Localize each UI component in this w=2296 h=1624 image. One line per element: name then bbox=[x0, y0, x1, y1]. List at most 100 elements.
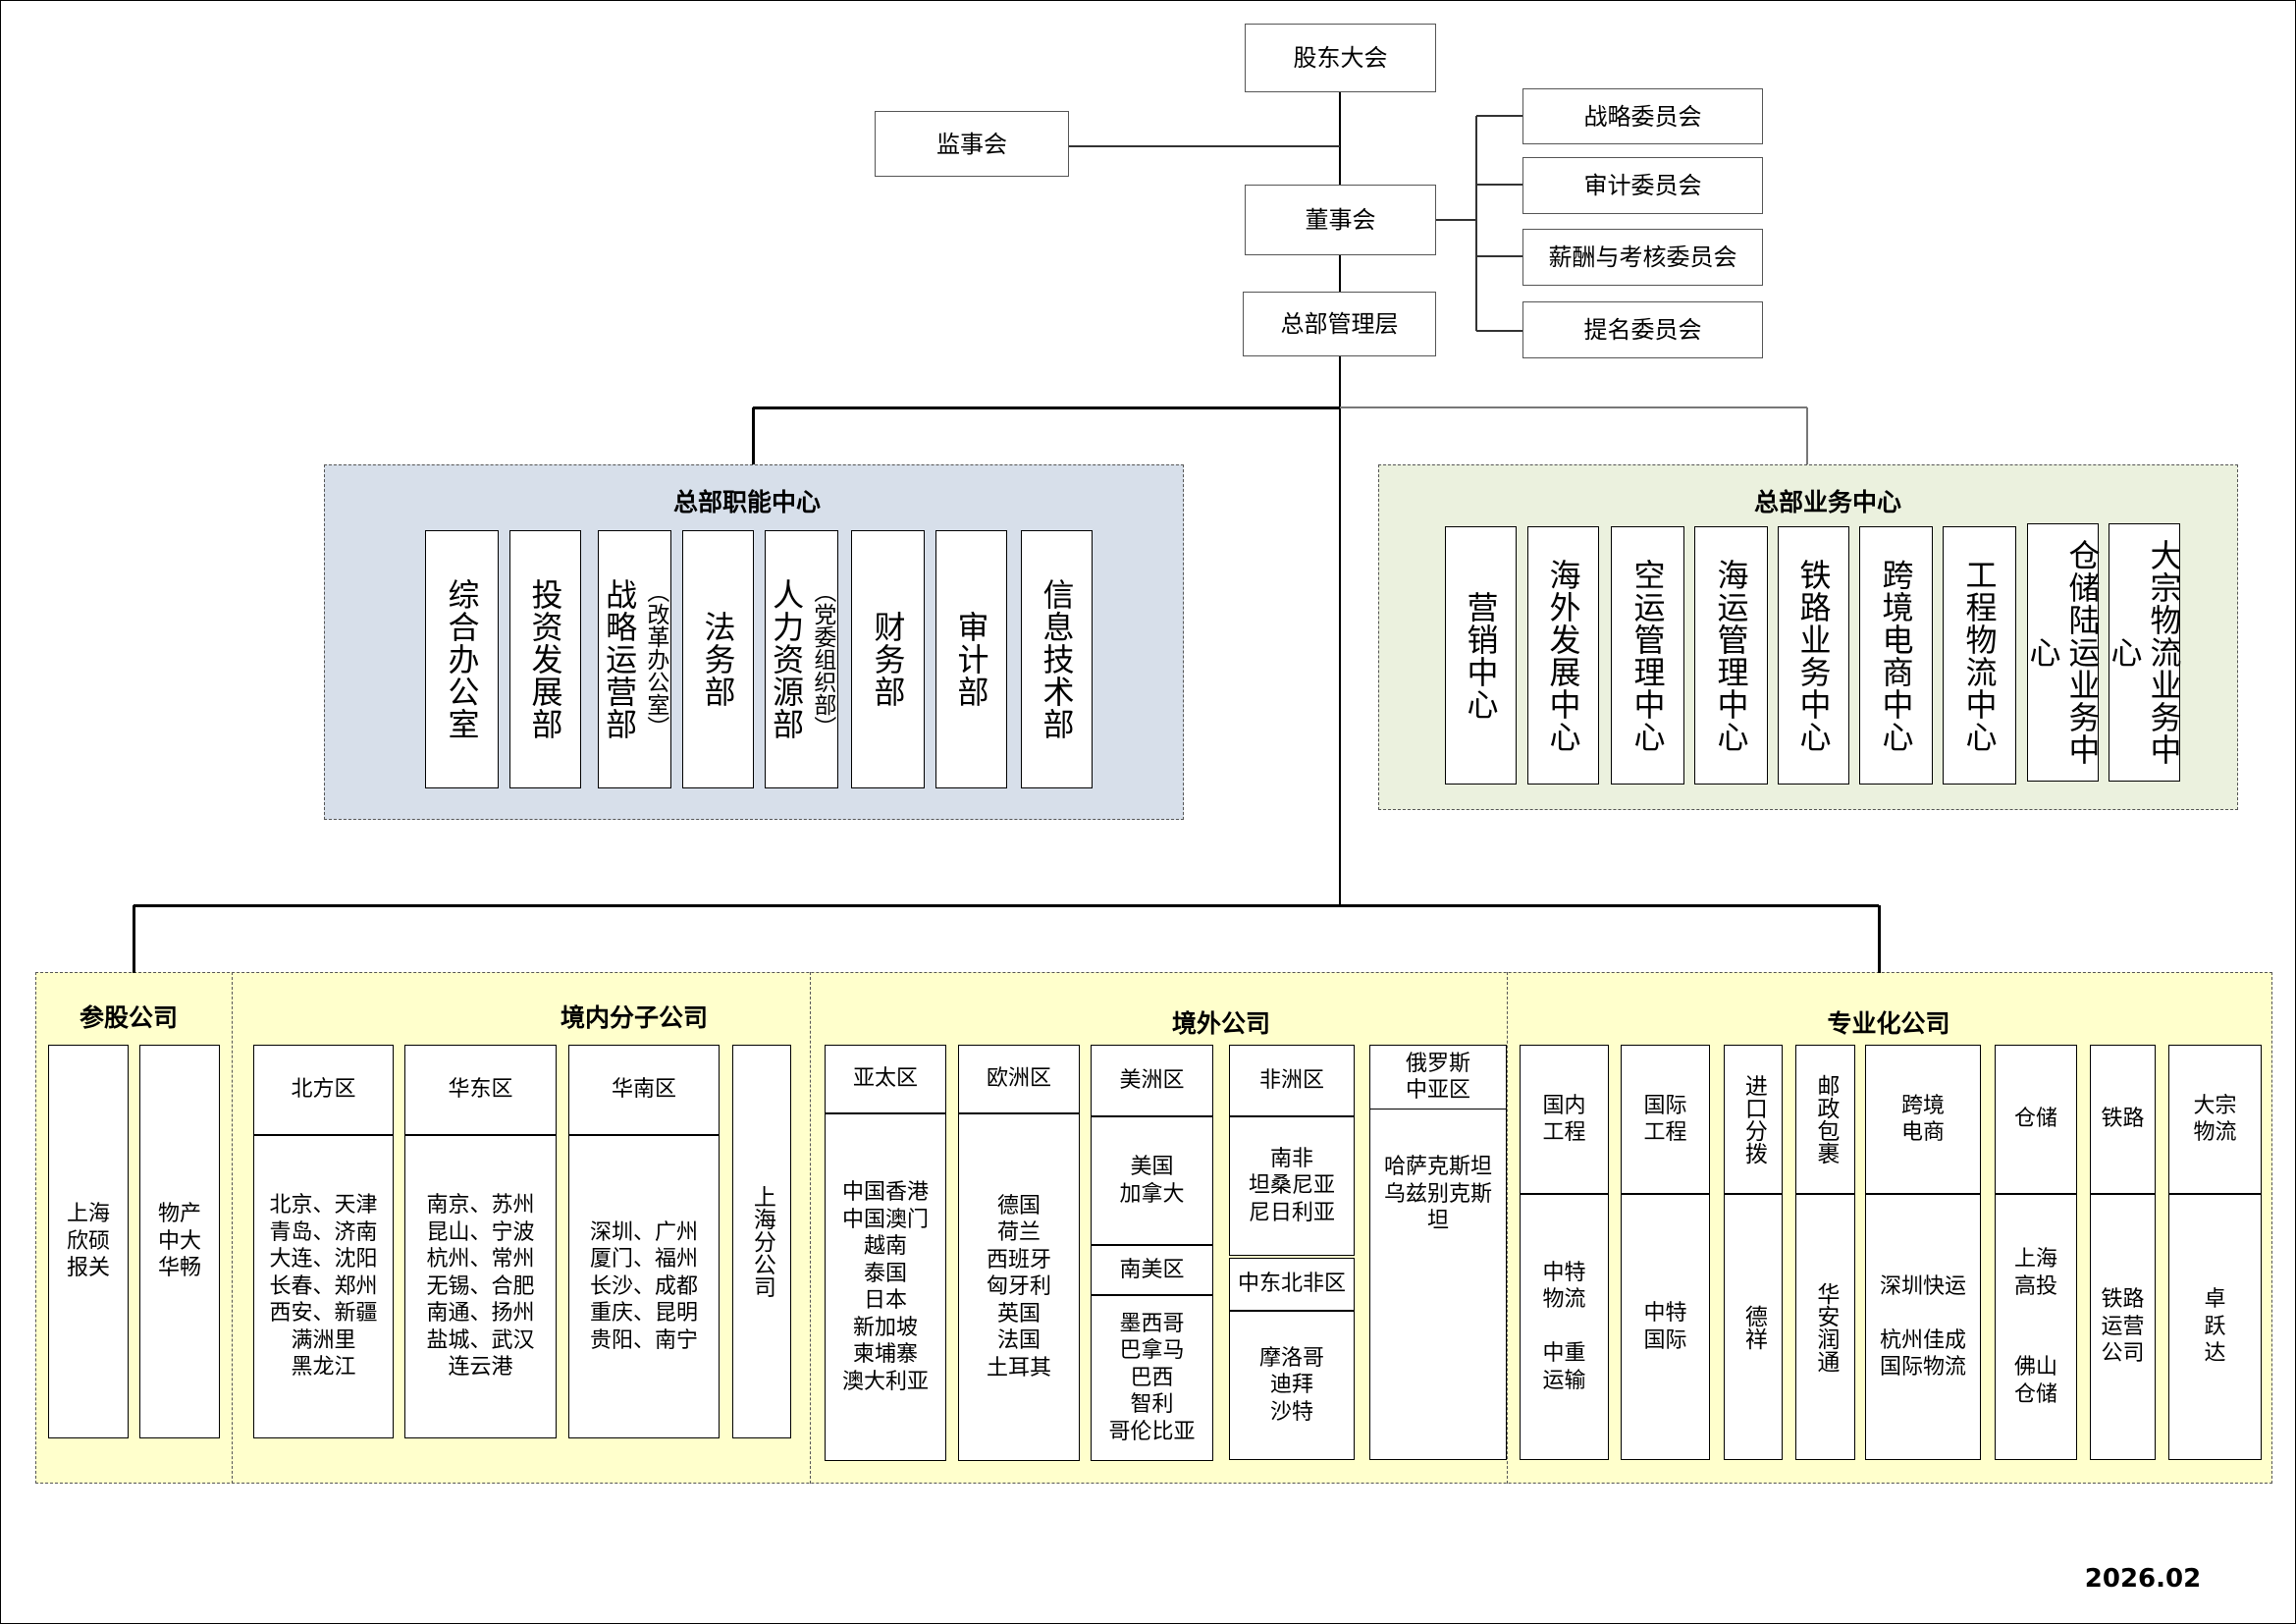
domestic-region-header-label: 华东区 bbox=[448, 1077, 513, 1103]
domestic-region-header: 华南区 bbox=[568, 1045, 720, 1135]
business-center-box-label: 海运管理中心 bbox=[1712, 558, 1750, 753]
dept-name: 法务部 bbox=[699, 611, 737, 708]
committee-box: 审计委员会 bbox=[1522, 157, 1763, 214]
domestic-subsidiaries-title: 境内分子公司 bbox=[560, 1003, 708, 1032]
specialized-unit-companies: 深圳快运 杭州佳成 国际物流 bbox=[1865, 1194, 1981, 1460]
functional-dept-box: 信息技术部 bbox=[1021, 530, 1093, 788]
business-center-box-label: 大宗物流业务中心 bbox=[2106, 539, 2183, 766]
americas-header-label: 美洲区 bbox=[1119, 1067, 1185, 1093]
specialized-unit-header: 跨境 电商 bbox=[1865, 1045, 1981, 1194]
specialized-unit-companies: 铁路 运营 公司 bbox=[2090, 1194, 2156, 1460]
specialized-companies-title: 专业化公司 bbox=[1827, 1009, 1950, 1038]
africa-header-label: 非洲区 bbox=[1258, 1067, 1324, 1093]
section-divider bbox=[232, 972, 233, 1484]
specialized-unit-companies: 卓 跃 达 bbox=[2168, 1194, 2262, 1460]
mena-countries-label: 摩洛哥 迪拜 沙特 bbox=[1258, 1345, 1324, 1425]
committee-box-label: 战略委员会 bbox=[1583, 102, 1702, 131]
specialized-unit-companies-label: 中特 国际 bbox=[1643, 1301, 1687, 1353]
functional-dept-box: 投资发展部 bbox=[509, 530, 581, 788]
specialized-unit-companies-label: 卓 跃 达 bbox=[2204, 1287, 2226, 1367]
domestic-region-cities: 深圳、广州 厦门、福州 长沙、成都 重庆、昆明 贵阳、南宁 bbox=[568, 1135, 720, 1438]
business-center-box-label: 空运管理中心 bbox=[1629, 558, 1667, 753]
hq-management-box: 总部管理层 bbox=[1243, 292, 1436, 356]
business-center-box: 铁路业务中心 bbox=[1778, 526, 1849, 785]
specialized-unit-companies: 华安润通 bbox=[1795, 1194, 1855, 1460]
functional-dept-box: 综合办公室 bbox=[425, 530, 499, 788]
domestic-region-cities-label: 南京、苏州 昆山、宁波 杭州、常州 无锡、合肥 南通、扬州 盐城、武汉 连云港 bbox=[426, 1193, 535, 1380]
functional-dept-box: 人力资源部（党委组织部） bbox=[765, 530, 838, 788]
board-of-directors-box-label: 董事会 bbox=[1305, 206, 1376, 234]
revision-date: 2026.02 bbox=[2084, 1564, 2202, 1594]
board-of-supervisors-box-label: 监事会 bbox=[936, 130, 1007, 158]
business-center-box: 海外发展中心 bbox=[1527, 526, 1599, 785]
domestic-region-cities: 北京、天津 青岛、济南 大连、沈阳 长春、郑州 西安、新疆 满洲里 黑龙江 bbox=[253, 1135, 394, 1438]
dept-name: 战略运营部 bbox=[601, 578, 639, 740]
shareholders-meeting-box-label: 股东大会 bbox=[1293, 44, 1388, 72]
dept-note: （党委组织部） bbox=[809, 580, 835, 738]
specialized-unit-companies: 德祥 bbox=[1724, 1194, 1783, 1460]
functional-branch-line bbox=[753, 406, 1340, 409]
business-center-box: 营销中心 bbox=[1445, 526, 1517, 785]
dept-name: 人力资源部 bbox=[768, 578, 806, 740]
business-center-box-label: 海外发展中心 bbox=[1544, 558, 1582, 753]
equity-companies-title: 参股公司 bbox=[79, 1003, 178, 1032]
committee-box: 战略委员会 bbox=[1522, 88, 1763, 144]
hq-management-box-label: 总部管理层 bbox=[1280, 310, 1399, 338]
specialized-unit-header: 铁路 bbox=[2090, 1045, 2156, 1194]
dept-note: （改革办公室） bbox=[642, 580, 668, 738]
functional-dept-box: 财务部 bbox=[851, 530, 925, 788]
russia-central-asia-header: 俄罗斯 中亚区 bbox=[1369, 1045, 1507, 1110]
equity-company-box: 上海 欣硕 报关 bbox=[48, 1045, 129, 1438]
functional-center-title: 总部职能中心 bbox=[672, 488, 821, 516]
specialized-unit-header-label: 铁路 bbox=[2101, 1107, 2145, 1132]
russia-central-asia-countries: 哈萨克斯坦 乌兹别克斯 坦 bbox=[1369, 1109, 1507, 1460]
europe-countries-label: 德国 荷兰 西班牙 匈牙利 英国 法国 土耳其 bbox=[986, 1193, 1051, 1380]
committee-box-label: 提名委员会 bbox=[1583, 316, 1702, 344]
specialized-unit-companies-label: 华安润通 bbox=[1812, 1281, 1839, 1373]
mena-header: 中东北非区 bbox=[1229, 1258, 1355, 1311]
equity-drop-line bbox=[132, 905, 135, 973]
domestic-region-header: 北方区 bbox=[253, 1045, 394, 1135]
asia-pacific-countries: 中国香港 中国澳门 越南 泰国 日本 新加坡 柬埔寨 澳大利亚 bbox=[825, 1113, 946, 1461]
committee-line bbox=[1476, 184, 1523, 186]
business-center-box: 空运管理中心 bbox=[1611, 526, 1684, 785]
asia-pacific-header: 亚太区 bbox=[825, 1045, 946, 1113]
committee-box: 薪酬与考核委员会 bbox=[1522, 229, 1763, 286]
specialized-unit-header: 国际 工程 bbox=[1621, 1045, 1710, 1194]
business-center-box: 海运管理中心 bbox=[1694, 526, 1768, 785]
shanghai-branch-box-label: 上海分公司 bbox=[749, 1185, 775, 1298]
business-center-box-label: 跨境电商中心 bbox=[1877, 558, 1915, 753]
specialized-unit-header-label: 跨境 电商 bbox=[1900, 1093, 1945, 1146]
specialized-unit-header: 进口分拨 bbox=[1724, 1045, 1783, 1194]
europe-countries: 德国 荷兰 西班牙 匈牙利 英国 法国 土耳其 bbox=[958, 1113, 1080, 1461]
specialized-unit-companies: 中特 物流 中重 运输 bbox=[1520, 1194, 1609, 1460]
specialized-unit-header: 仓储 bbox=[1995, 1045, 2077, 1194]
specialized-unit-companies-label: 铁路 运营 公司 bbox=[2101, 1287, 2145, 1367]
business-center-title: 总部业务中心 bbox=[1753, 488, 1901, 516]
dept-name: 财务部 bbox=[869, 611, 907, 708]
specialized-unit-header-label: 仓储 bbox=[2013, 1107, 2057, 1132]
specialized-unit-header-label: 国内 工程 bbox=[1542, 1093, 1586, 1146]
specialized-unit-header: 邮政包裹 bbox=[1795, 1045, 1855, 1194]
russia-central-asia-header-label: 俄罗斯 中亚区 bbox=[1405, 1051, 1470, 1104]
equity-company-box-label: 上海 欣硕 报关 bbox=[66, 1202, 110, 1281]
specialized-unit-header-label: 进口分拨 bbox=[1740, 1074, 1767, 1164]
domestic-region-header-label: 华南区 bbox=[611, 1077, 676, 1103]
mena-header-label: 中东北非区 bbox=[1237, 1272, 1346, 1297]
business-branch-line bbox=[1340, 406, 1807, 408]
africa-countries-label: 南非 坦桑尼亚 尼日利亚 bbox=[1248, 1146, 1335, 1225]
domestic-region-cities: 南京、苏州 昆山、宁波 杭州、常州 无锡、合肥 南通、扬州 盐城、武汉 连云港 bbox=[404, 1135, 557, 1438]
committee-line bbox=[1476, 255, 1523, 257]
section-divider bbox=[810, 972, 811, 1484]
specialized-unit-companies-label: 中特 物流 中重 运输 bbox=[1542, 1260, 1586, 1393]
europe-header: 欧洲区 bbox=[958, 1045, 1080, 1113]
committee-box-label: 审计委员会 bbox=[1583, 172, 1702, 199]
business-center-box-label: 营销中心 bbox=[1462, 590, 1500, 721]
subsidiaries-bus-line bbox=[133, 903, 1879, 907]
dept-name: 综合办公室 bbox=[443, 578, 481, 740]
committee-line bbox=[1476, 330, 1523, 332]
specialized-unit-companies: 上海 高投 佛山 仓储 bbox=[1995, 1194, 2077, 1460]
board-of-supervisors-box: 监事会 bbox=[875, 111, 1069, 177]
specialized-unit-header: 大宗 物流 bbox=[2168, 1045, 2262, 1194]
overseas-companies-title: 境外公司 bbox=[1171, 1009, 1270, 1038]
